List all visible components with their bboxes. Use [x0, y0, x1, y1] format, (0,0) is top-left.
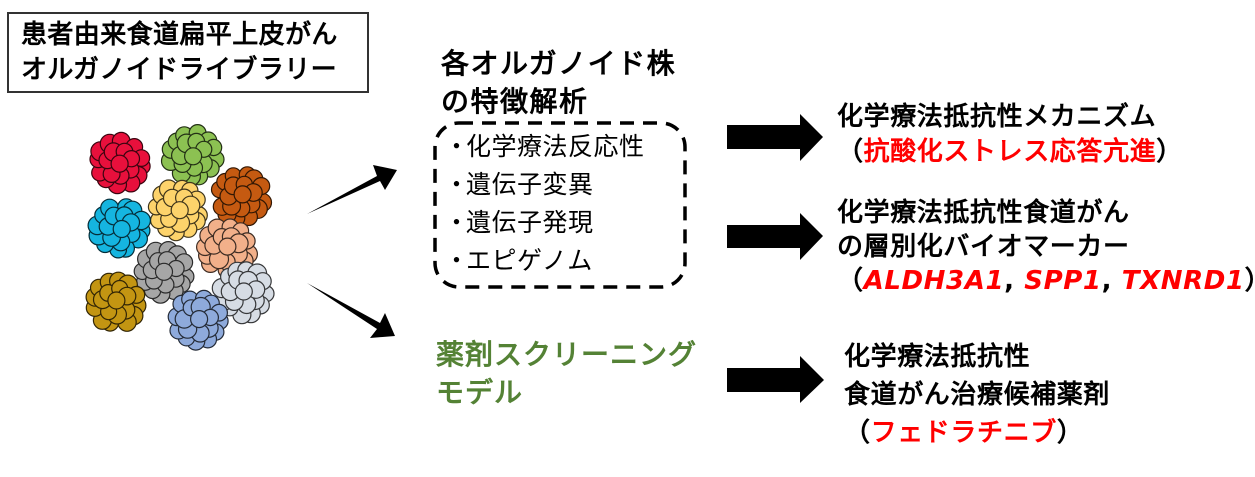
outcome-candidate-drug: 化学療法抵抗性 食道がん治療候補薬剤 （フェドラチニブ） [844, 338, 1110, 452]
arrow-up-right-icon [307, 165, 397, 214]
organoid-light-gray [211, 261, 275, 325]
screening-model-label: 薬剤スクリーニング モデル [436, 336, 697, 412]
arrow-right-icon [727, 114, 823, 161]
branch-arrows [307, 165, 397, 338]
outcome-2-title-line-2: の層別化バイオマーカー [837, 232, 1130, 262]
analysis-item-label: 遺伝子変異 [466, 170, 594, 199]
gene-separator: , [1101, 266, 1122, 296]
close-paren: ） [1156, 137, 1183, 167]
organoid-cluster-icon [85, 124, 275, 351]
organoid-peach [195, 218, 259, 279]
analysis-heading-line-1: 各オルガノイド株 [441, 47, 677, 80]
analysis-item-expression: ・遺伝子発現 [444, 204, 645, 242]
organoid-red [89, 131, 151, 195]
outcome-1-title: 化学療法抵抗性メカニズム [837, 102, 1157, 132]
organoid-cell [107, 291, 126, 310]
close-paren: ） [1056, 418, 1084, 448]
organoid-brown [210, 166, 273, 228]
screening-model-line-2: モデル [436, 376, 524, 409]
outcome-3-title-line-2: 食道がん治療候補薬剤 [844, 380, 1111, 410]
analysis-item-mutation: ・遺伝子変異 [444, 166, 645, 204]
gene-spp1: SPP1 [1024, 266, 1102, 296]
outcome-3-detail: （フェドラチニブ） [844, 414, 1110, 452]
close-paren: ） [1245, 266, 1255, 296]
gene-separator: , [1004, 266, 1025, 296]
arrow-right-icon [727, 356, 824, 403]
outcome-3-highlight: フェドラチニブ [870, 418, 1057, 448]
analysis-list: ・化学療法反応性 ・遺伝子変異 ・遺伝子発現 ・エピゲノム [444, 128, 645, 280]
outcome-biomarkers: 化学療法抵抗性食道がん の層別化バイオマーカー （ALDH3A1, SPP1, … [837, 196, 1255, 298]
gene-aldh3a1: ALDH3A1 [863, 266, 1005, 296]
bullet-icon: ・ [444, 170, 470, 199]
analysis-heading-line-2: の特徴解析 [441, 85, 589, 118]
analysis-item-chemo-response: ・化学療法反応性 [444, 128, 645, 166]
screening-model-line-1: 薬剤スクリーニング [436, 338, 698, 371]
outcome-1-detail: （抗酸化ストレス応答亢進） [837, 135, 1183, 170]
arrow-down-right-icon [307, 283, 395, 338]
outcome-2-title-line-1: 化学療法抵抗性食道がん [837, 198, 1130, 228]
outcome-2-genes: （ALDH3A1, SPP1, TXNRD1） [837, 264, 1255, 298]
library-title-box: 患者由来食道扁平上皮がん オルガノイドライブラリー [7, 12, 369, 93]
analysis-heading: 各オルガノイド株 の特徴解析 [441, 45, 676, 121]
bullet-icon: ・ [444, 132, 470, 161]
library-title-line-1: 患者由来食道扁平上皮がん [21, 20, 338, 50]
open-paren: （ [837, 266, 864, 296]
analysis-item-epigenome: ・エピゲノム [444, 242, 645, 280]
organoid-cell [112, 219, 131, 239]
outcome-1-highlight: 抗酸化ストレス応答亢進 [863, 137, 1157, 167]
organoid-cell [218, 237, 237, 256]
analysis-item-label: 化学療法反応性 [466, 132, 645, 161]
library-title-line-2: オルガノイドライブラリー [21, 55, 338, 85]
organoid-cell [183, 147, 203, 166]
organoid-gray [133, 240, 195, 304]
open-paren: （ [844, 418, 871, 448]
outcome-resistance-mechanism: 化学療法抵抗性メカニズム （抗酸化ストレス応答亢進） [837, 100, 1183, 170]
analysis-item-label: 遺伝子発現 [466, 208, 594, 237]
gene-txnrd1: TXNRD1 [1121, 266, 1245, 296]
organoid-cell [170, 201, 189, 220]
organoid-green [160, 124, 225, 187]
organoid-cell [233, 185, 252, 204]
organoid-cell [234, 282, 253, 301]
analysis-item-label: エピゲノム [466, 246, 593, 275]
organoid-cell [154, 262, 174, 281]
organoid-gold [85, 271, 147, 332]
organoid-yellow [147, 179, 208, 242]
arrow-right-icon [727, 213, 823, 260]
organoid-cell [110, 154, 129, 173]
organoid-cyan [87, 198, 151, 259]
outcome-3-title-line-1: 化学療法抵抗性 [844, 342, 1031, 372]
analysis-dashed-box [433, 121, 687, 289]
organoid-cell [189, 310, 209, 329]
open-paren: （ [837, 137, 864, 167]
bullet-icon: ・ [444, 246, 470, 275]
bullet-icon: ・ [444, 208, 470, 237]
organoid-blue [167, 289, 229, 351]
